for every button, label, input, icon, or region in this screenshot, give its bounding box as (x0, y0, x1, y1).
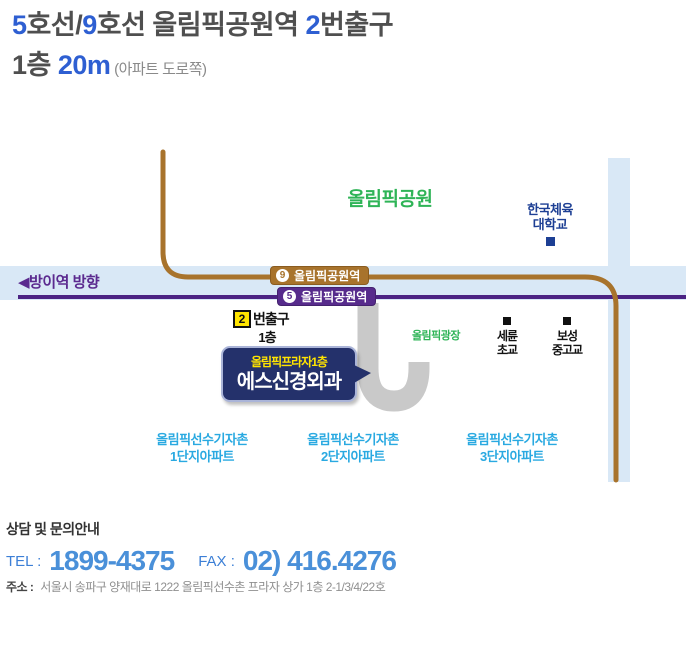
road-side-note: (아파트 도로쪽) (110, 61, 207, 78)
seryun-school-label: 세륜 초교 (477, 317, 537, 357)
line9-number: 9 (82, 10, 97, 40)
fax-number: 02) 416.4276 (242, 545, 397, 576)
line5-number: 5 (12, 10, 27, 40)
address-row: 주소 : 서울시 송파구 양재대로 1222 올림픽선수촌 프라자 상가 1층 … (6, 578, 386, 595)
olympic-park-label: 올림픽공원 (347, 189, 433, 210)
exit2-number-icon: 2 (233, 310, 251, 328)
university-label: 한국체육 대학교 (508, 202, 592, 246)
vertical-road (608, 158, 630, 482)
line5-circle-icon: 5 (283, 290, 296, 303)
exit2-floor-label: 1층 (258, 330, 276, 345)
exit-number: 2 (305, 10, 321, 40)
clinic-building-label: 올림픽프라자1층 (251, 355, 328, 369)
apartment1-label: 올림픽선수기자촌 1단지아파트 (156, 432, 248, 464)
exit2-badge: 2 번출구 (233, 309, 290, 329)
boseong-school-label: 보성 중고교 (537, 317, 597, 357)
contact-heading: 상담 및 문의안내 (6, 521, 100, 537)
school-marker-icon (563, 317, 571, 325)
apartment2-label: 올림픽선수기자촌 2단지아파트 (307, 432, 399, 464)
line9-circle-icon: 9 (276, 269, 289, 282)
station-title: 5호선/9호선 올림픽공원역 2번출구 (12, 10, 394, 40)
university-marker (545, 237, 555, 246)
school-marker-icon (503, 317, 511, 325)
olympic-plaza-label: 올림픽광장 (411, 330, 461, 342)
tel-label: TEL : (6, 552, 42, 570)
line9-station-badge: 9 올림픽공원역 (270, 266, 370, 285)
clinic-callout-bubble: 올림픽프라자1층 에스신경외과 (221, 346, 371, 402)
distance-value: 20m (57, 50, 111, 80)
distance-subtitle: 1층 20m (아파트 도로쪽) (12, 50, 207, 80)
tel-number: 1899-4375 (49, 545, 175, 576)
line5-station-badge: 5 올림픽공원역 (277, 287, 377, 306)
u-turn-road (357, 303, 430, 412)
page-header: 5호선/9호선 올림픽공원역 2번출구 1층 20m (아파트 도로쪽) (12, 8, 672, 87)
address-label: 주소 : (6, 580, 34, 594)
fax-label: FAX : (198, 552, 235, 570)
clinic-name-label: 에스신경외과 (236, 371, 342, 393)
callout-tail-icon (354, 365, 371, 383)
address-text: 서울시 송파구 양재대로 1222 올림픽선수촌 프라자 상가 1층 2-1/3… (40, 580, 386, 594)
bangi-direction-label: ◀방이역 방향 (18, 274, 100, 291)
apartment3-label: 올림픽선수기자촌 3단지아파트 (466, 432, 558, 464)
phone-row: TEL : 1899-4375 FAX : 02) 416.4276 (6, 545, 397, 577)
